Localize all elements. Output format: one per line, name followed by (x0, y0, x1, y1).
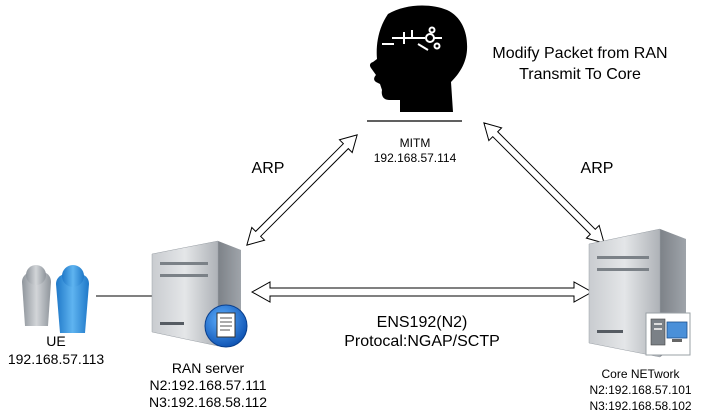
ue-ip: 192.168.57.113 (7, 351, 105, 367)
core-n2: N2:192.168.57.101 (589, 383, 692, 397)
arp-right-label: ARP (580, 160, 614, 177)
mitm-label: MITM 192.168.57.114 (355, 136, 475, 166)
core-name: Core NETwork (601, 367, 680, 381)
core-label: Core NETwork N2:192.168.57.101 N3:192.16… (578, 366, 703, 414)
mitm-ip: 192.168.57.114 (373, 151, 457, 165)
ue-name: UE (46, 333, 66, 349)
n2-link-arrow (250, 281, 594, 303)
arp-left-label: ARP (251, 160, 285, 177)
core-n3: N3:192.168.58.102 (589, 399, 692, 413)
hacker-head-icon (367, 5, 468, 122)
link-label: ENS192(N2) Protocal:NGAP/SCTP (329, 313, 515, 351)
ran-n2: N2:192.168.57.111 (149, 377, 267, 393)
core-server-icon (588, 228, 691, 358)
link-line1: ENS192(N2) (376, 314, 468, 331)
mitm-note-line1: Modify Packet from RAN (492, 45, 668, 62)
ue-label: UE 192.168.57.113 (0, 332, 112, 368)
mitm-note: Modify Packet from RAN Transmit To Core (465, 43, 695, 85)
arp-arrow-left (246, 134, 358, 246)
ran-label: RAN server N2:192.168.57.111 N3:192.168.… (133, 360, 283, 411)
ran-name: RAN server (171, 360, 245, 376)
ran-n3: N3:192.168.58.112 (148, 394, 268, 410)
mitm-note-line2: Transmit To Core (519, 66, 641, 83)
mitm-name: MITM (399, 136, 431, 150)
arp-arrow-right (483, 122, 605, 244)
link-line2: Protocal:NGAP/SCTP (344, 333, 500, 350)
ran-server-icon (151, 240, 248, 348)
users-icon (22, 265, 89, 333)
